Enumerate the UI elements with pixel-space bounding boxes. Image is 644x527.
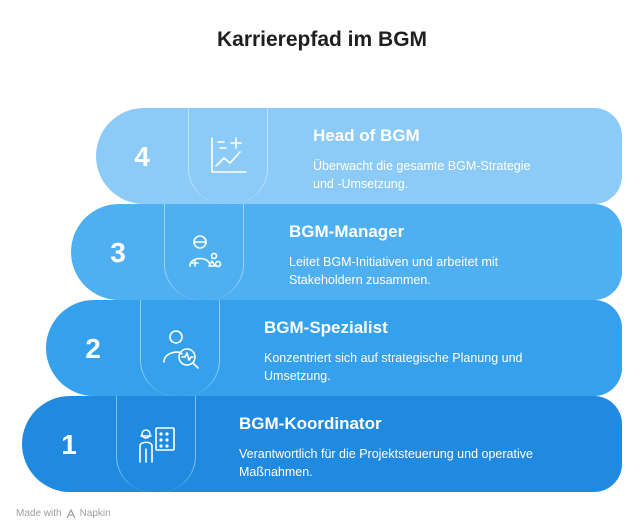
diagram-title: Karrierepfad im BGM (216, 28, 428, 51)
made-with-label: Made with (16, 508, 62, 519)
step-2-desc: Konzentriert sich auf strategische Planu… (264, 349, 523, 385)
step-3-title: BGM-Manager (289, 222, 405, 241)
step-2-desc-line1: Konzentriert sich auf strategische Planu… (264, 351, 523, 365)
step-1-number: 1 (61, 429, 77, 460)
step-3-desc: Leitet BGM-Initiativen und arbeitet mit … (289, 253, 498, 289)
step-2-title: BGM-Spezialist (264, 318, 388, 337)
step-4-icon-panel (188, 108, 268, 204)
step-1-desc-line1: Verantwortlich für die Projektsteuerung … (239, 447, 533, 461)
step-4-number: 4 (134, 141, 150, 172)
step-4-desc: Überwacht die gesamte BGM-Strategie und … (313, 157, 530, 193)
step-2-number: 2 (85, 333, 101, 364)
footer-watermark: Made with Napkin (16, 508, 111, 519)
step-1-desc: Verantwortlich für die Projektsteuerung … (239, 445, 533, 481)
step-3-desc-line1: Leitet BGM-Initiativen und arbeitet mit (289, 255, 499, 269)
step-1-icon-panel (116, 396, 196, 492)
step-4-title: Head of BGM (313, 126, 420, 145)
step-1-title: BGM-Koordinator (239, 414, 382, 433)
napkin-brand: Napkin (79, 508, 111, 519)
strategy-chart-icon (211, 137, 247, 173)
step-3 (71, 204, 622, 300)
manager-team-icon (189, 235, 222, 268)
step-4-desc-line2: und -Umsetzung. (313, 177, 409, 191)
step-2-desc-line2: Umsetzung. (264, 369, 331, 383)
step-2-icon-panel (140, 300, 220, 396)
specialist-analysis-icon (163, 330, 199, 369)
step-4-desc-line1: Überwacht die gesamte BGM-Strategie (313, 159, 531, 173)
step-4 (96, 108, 622, 204)
step-1-desc-line2: Maßnahmen. (239, 465, 313, 479)
step-3-icon-panel (164, 204, 244, 300)
coordinator-presentation-icon (139, 427, 175, 463)
step-3-desc-line2: Stakeholdern zusammen. (289, 273, 431, 287)
step-3-number: 3 (110, 237, 126, 268)
napkin-logo-icon (66, 508, 76, 518)
